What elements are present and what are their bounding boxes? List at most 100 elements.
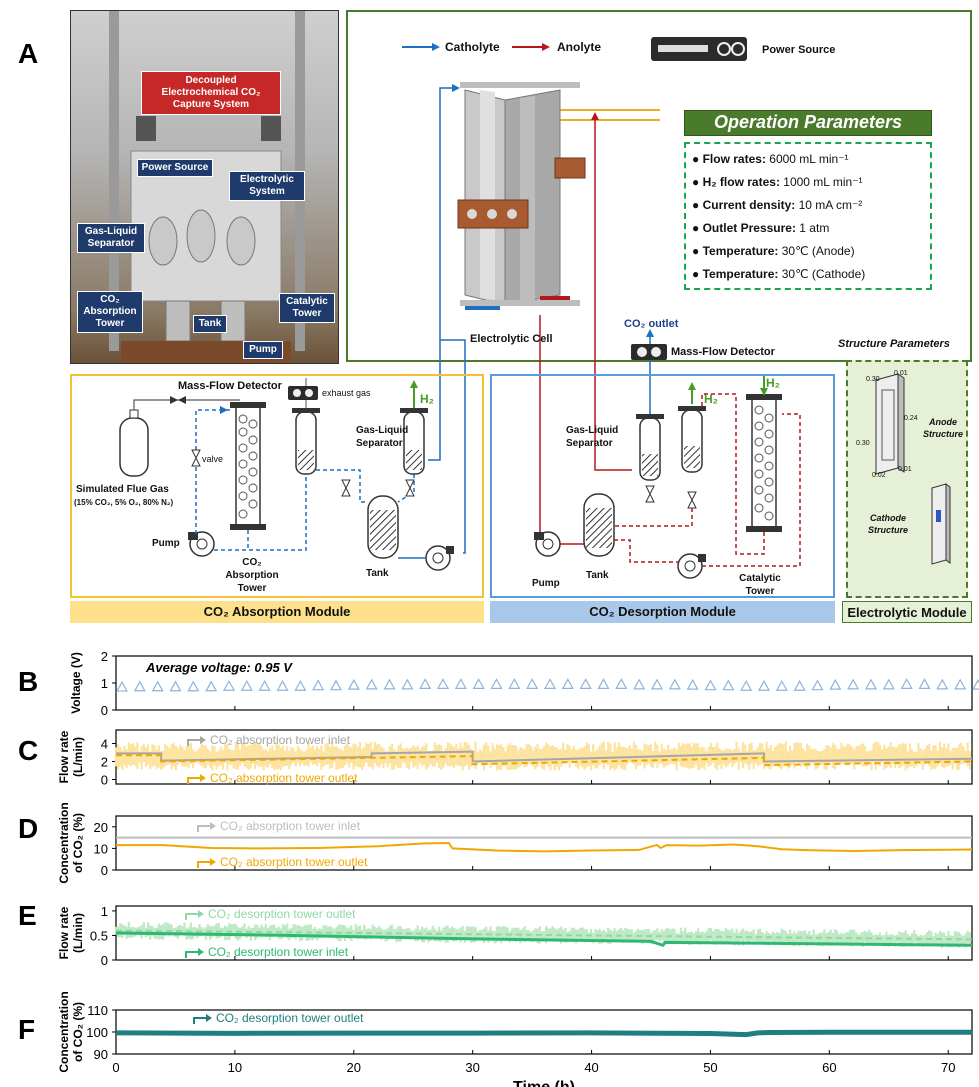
y-tick-label: 90 (94, 1047, 108, 1062)
voltage-point (329, 679, 343, 691)
legend-arrow-icon (200, 774, 206, 782)
voltage-point (704, 679, 717, 691)
bullet-icon: ● (692, 267, 703, 281)
legend-marker (197, 861, 210, 868)
voltage-point (490, 678, 503, 689)
operation-parameter-label: Current density: (702, 198, 799, 212)
voltage-point (258, 680, 271, 691)
voltage-point (115, 680, 129, 692)
voltage-point (650, 678, 664, 690)
operation-parameter-value: 10 mA cm⁻² (798, 198, 863, 212)
voltage-point (864, 678, 878, 690)
operation-parameter-label: Flow rates: (702, 152, 770, 166)
operation-parameter-value: 1 atm (799, 221, 830, 235)
voltage-point (686, 678, 699, 690)
desorption-module-label: CO₂ Desorption Module (490, 601, 835, 623)
operation-parameter-item: ● H₂ flow rates: 1000 mL min⁻¹ (692, 175, 863, 189)
legend-marker (197, 825, 210, 832)
y-axis-label: Concentration (57, 802, 71, 883)
absorption-module-box (70, 374, 484, 598)
voltage-point (829, 678, 842, 690)
absorption-module-label: CO₂ Absorption Module (70, 601, 484, 623)
operation-parameter-value: 1000 mL min⁻¹ (783, 175, 863, 189)
operation-parameters-title-text: Operation Parameters (713, 112, 903, 132)
y-axis-label: Voltage (V) (69, 652, 83, 714)
series-line-d-1 (116, 841, 973, 853)
voltage-point (472, 678, 485, 689)
legend-arrow-icon (198, 948, 204, 956)
voltage-point (151, 680, 164, 692)
flow-legend (402, 43, 550, 51)
power-source-icon (651, 37, 747, 61)
system-photo: Decoupled Electrochemical CO₂ Capture Sy… (70, 10, 339, 364)
abs-pump-label: Pump (152, 538, 180, 549)
average-voltage-annotation: Average voltage: 0.95 V (145, 660, 293, 675)
x-axis-label: Time (h) (513, 1079, 575, 1087)
legend-label: CO₂ absorption tower outlet (220, 855, 368, 869)
absorption-module-diagram (119, 378, 454, 571)
voltage-point (508, 678, 521, 689)
x-tick-label: 0 (112, 1060, 119, 1075)
photo-tag-power-source: Power Source (137, 159, 213, 177)
voltage-point (276, 680, 289, 691)
bullet-icon: ● (692, 221, 703, 235)
des-pump-label: Pump (532, 578, 560, 589)
x-tick-label: 60 (822, 1060, 836, 1075)
abs-mass-flow-detector-label: Mass-Flow Detector (178, 380, 282, 392)
valve-label: valve (202, 454, 224, 464)
operation-parameter-label: Temperature: (702, 267, 782, 281)
y-axis-label-group: Flow rate(L/min) (57, 730, 85, 783)
legend-label: CO₂ absorption tower outlet (210, 771, 358, 785)
co2-outlet-label: CO₂ outlet (624, 318, 679, 330)
series-line-f-0 (115, 1029, 972, 1038)
y-tick-label: 0.5 (90, 928, 108, 943)
voltage-point (971, 678, 979, 690)
series-line-e-1 (115, 931, 973, 948)
dim-label-1: 0.30 (866, 376, 880, 383)
panel-letter-c: C (18, 735, 39, 766)
voltage-point (312, 679, 325, 691)
voltage-point (615, 678, 628, 689)
legend-marker (193, 1017, 206, 1024)
legend-label: CO₂ absorption tower inlet (210, 733, 351, 747)
legend-catholyte-label: Catholyte (445, 40, 500, 54)
voltage-point (419, 678, 432, 689)
voltage-point (597, 678, 610, 689)
photo-tag-gas-liquid-separator: Gas-Liquid Separator (77, 223, 145, 253)
y-tick-label: 1 (101, 904, 108, 919)
voltage-point (668, 678, 681, 690)
y-axis-label-group: Voltage (V) (69, 652, 83, 714)
bullet-icon: ● (692, 152, 703, 166)
voltage-point (757, 680, 771, 691)
y-tick-label: 0 (101, 953, 108, 968)
legend-label: CO₂ absorption tower inlet (220, 819, 361, 833)
dim-label-5: 0.02 (872, 472, 886, 479)
y-tick-label: 0 (101, 703, 108, 718)
voltage-point (918, 678, 931, 689)
photo-title-tag: Decoupled Electrochemical CO₂ Capture Sy… (141, 71, 281, 115)
voltage-point (205, 680, 218, 692)
operation-parameter-item: ● Current density: 10 mA cm⁻² (692, 198, 862, 212)
y-axis-label-line2: (L/min) (71, 913, 85, 953)
voltage-point (347, 678, 360, 690)
y-axis-label-line2: of CO₂ (%) (71, 1002, 85, 1062)
des-separator-label: Gas-Liquid Separator (566, 425, 619, 449)
legend-marker (185, 951, 198, 958)
electrolytic-cell-drawing (457, 82, 660, 310)
y-axis-label-line2: (L/min) (71, 737, 85, 777)
operation-parameters-box (684, 142, 932, 290)
x-tick-label: 10 (228, 1060, 242, 1075)
electrolytic-frame (346, 10, 972, 362)
voltage-point (847, 678, 860, 690)
y-tick-label: 100 (86, 1025, 108, 1040)
abs-tank-label: Tank (366, 568, 389, 579)
abs-separator-label: Gas-Liquid Separator (356, 425, 409, 449)
voltage-point (722, 679, 735, 691)
voltage-point (561, 678, 574, 689)
voltage-point (526, 678, 539, 689)
operation-parameter-item: ● Outlet Pressure: 1 atm (692, 221, 829, 235)
y-tick-label: 110 (87, 1003, 108, 1018)
voltage-point (383, 678, 396, 690)
panel-letter-f: F (18, 1014, 36, 1045)
